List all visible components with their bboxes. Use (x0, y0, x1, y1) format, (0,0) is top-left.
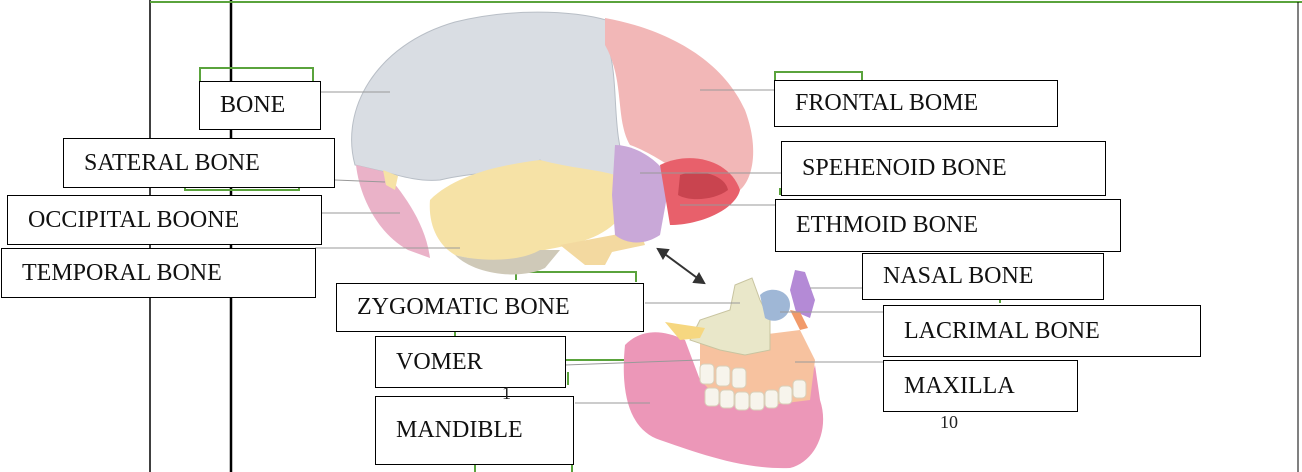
label-bone: BONE (199, 81, 321, 130)
label-vomer: VOMER (375, 336, 566, 388)
label-ethmoid-bone: ETHMOID BONE (775, 199, 1121, 252)
label-temporal-bone: TEMPORAL BONE (1, 248, 316, 298)
label-sphenoid-bone: SPEHENOID BONE (781, 141, 1106, 196)
label-mandible: MANDIBLE (375, 396, 574, 465)
page-number-right: 10 (940, 412, 958, 433)
label-zygomatic-bone: ZYGOMATIC BONE (336, 283, 644, 332)
label-occipital-bone: OCCIPITAL BOONE (7, 195, 322, 245)
label-frontal-bone: FRONTAL BOME (774, 80, 1058, 127)
label-nasal-bone: NASAL BONE (862, 253, 1104, 300)
page-number-left: 1 (502, 383, 511, 404)
label-lacrimal-bone: LACRIMAL BONE (883, 305, 1201, 357)
label-maxilla: MAXILLA (883, 360, 1078, 412)
label-sateral-bone: SATERAL BONE (63, 138, 335, 188)
separation-arrow (658, 249, 704, 283)
